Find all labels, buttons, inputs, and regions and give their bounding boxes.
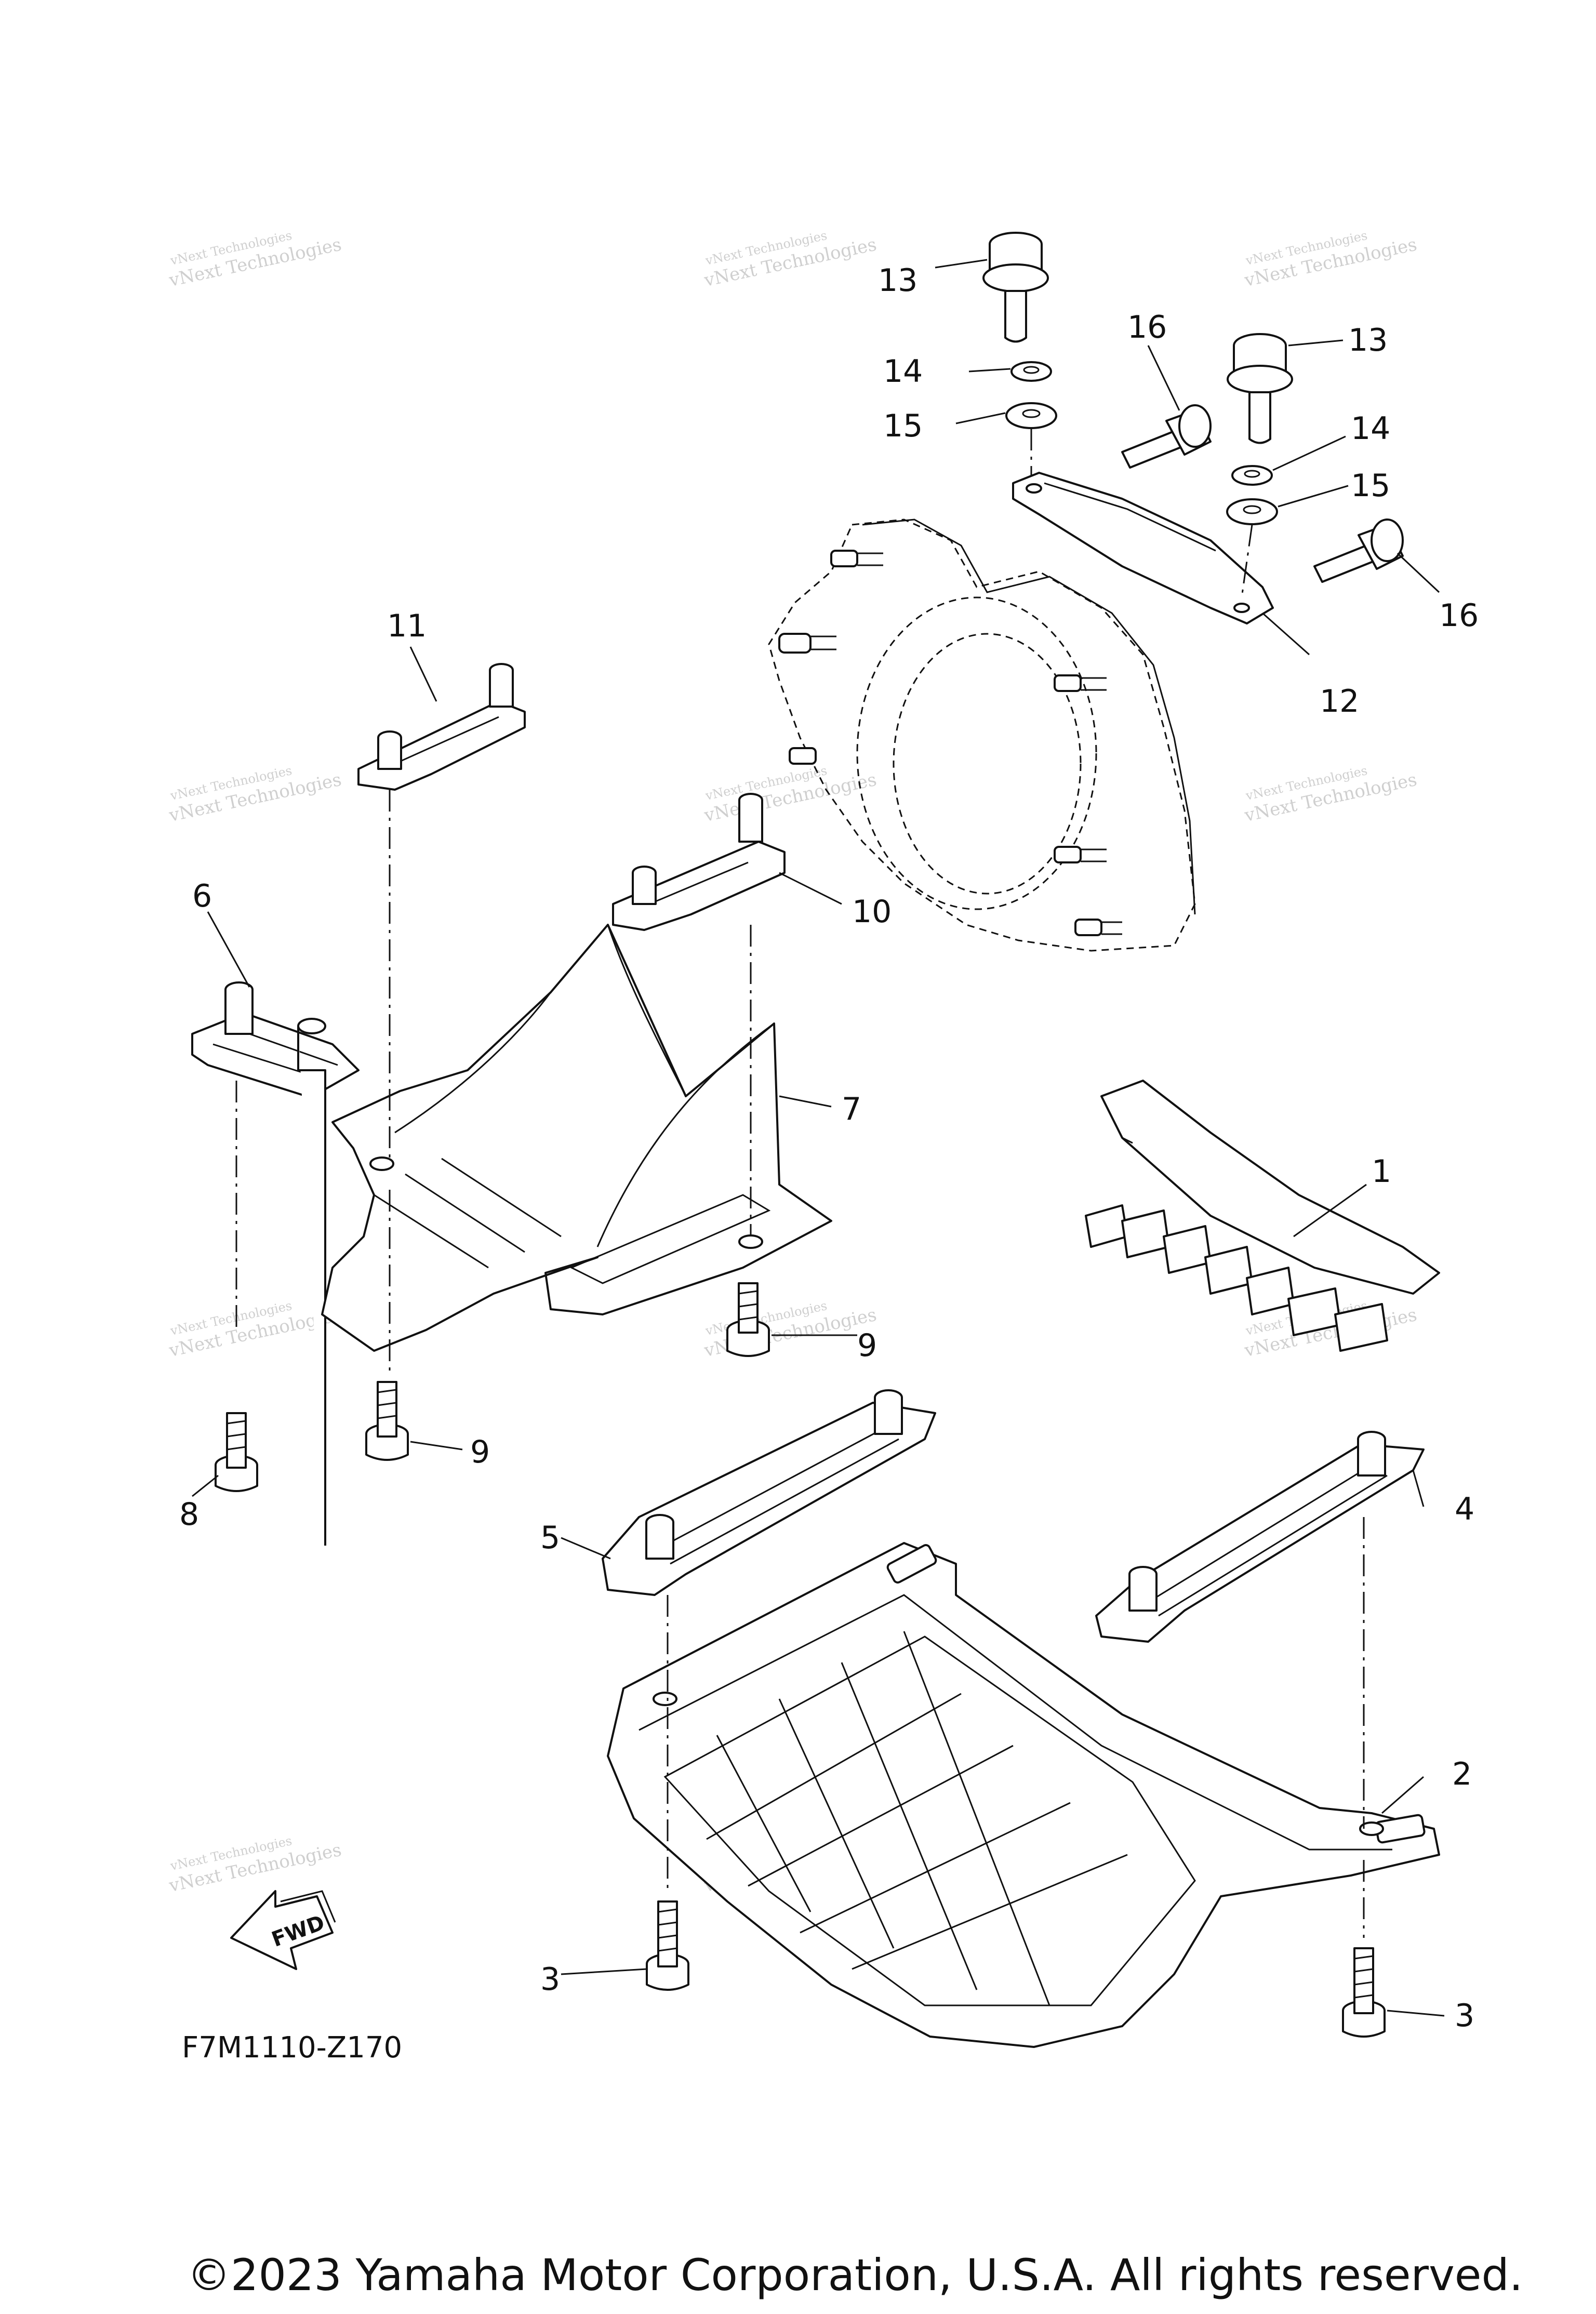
callout-12: 12: [1320, 683, 1359, 720]
plate-stud: [1054, 846, 1107, 863]
callout-3: 3: [540, 1961, 560, 1998]
part-5-rail: [602, 1389, 936, 1596]
callout-10: 10: [852, 894, 892, 930]
part-16-bolt-lower: [1313, 518, 1404, 583]
callout-8: 8: [179, 1496, 199, 1533]
part-14-washer-right: [1231, 465, 1273, 486]
part-15-washer-right: [1226, 498, 1278, 525]
watermark: vNext Technologies vNext Technologies: [702, 1298, 879, 1361]
callout-14: 14: [1351, 410, 1390, 447]
callout-2: 2: [1452, 1756, 1472, 1792]
plate-stud: [830, 550, 883, 567]
part-13-bolt-right: [1227, 333, 1293, 444]
callout-4: 4: [1455, 1491, 1474, 1527]
part-9-bolt-left: [365, 1381, 409, 1461]
part-11-bracket: [357, 663, 526, 791]
watermark: vNext Technologies vNext Technologies: [167, 763, 343, 826]
callout-9: 9: [857, 1327, 877, 1364]
plate-stud: [1074, 919, 1122, 936]
part-16-bolt-upper: [1121, 404, 1212, 469]
callout-7: 7: [842, 1091, 861, 1127]
watermark: vNext Technologies vNext Technologies: [1242, 763, 1419, 826]
fwd-arrow-icon: FWD: [230, 1890, 336, 1970]
callout-15: 15: [1351, 468, 1390, 504]
part-9-bolt-center: [726, 1282, 770, 1357]
alignment-lines: [235, 429, 1365, 1938]
callout-13: 13: [878, 262, 917, 299]
leader-lines: [192, 259, 1445, 2017]
callout-15: 15: [883, 408, 923, 444]
part-3-bolt-right: [1342, 1947, 1386, 2038]
watermark: vNext Technologies vNext Technologies: [702, 228, 879, 291]
callout-14: 14: [883, 353, 923, 390]
copyright-notice: ©2023 Yamaha Motor Corporation, U.S.A. A…: [187, 2250, 1523, 2300]
part-2-frame: [607, 1542, 1440, 2048]
plate-stud: [778, 633, 836, 654]
part-10-bracket: [612, 793, 786, 931]
part-12-bracket: [1012, 472, 1274, 624]
part-14-washer-left: [1010, 361, 1052, 382]
callout-11: 11: [387, 608, 427, 644]
plate-stud: [1054, 674, 1107, 692]
callout-9: 9: [470, 1434, 490, 1470]
part-7-housing: [321, 924, 832, 1352]
plate-stud: [789, 747, 817, 765]
part-1-rubber-strip: [1085, 1080, 1440, 1352]
part-15-washer-left: [1005, 402, 1057, 429]
part-6-mount: [191, 981, 360, 1546]
callout-13: 13: [1348, 322, 1388, 358]
part-4-rail: [1095, 1431, 1425, 1643]
watermark: vNext Technologies vNext Technologies: [1242, 228, 1419, 291]
callout-16: 16: [1439, 597, 1479, 634]
callout-1: 1: [1372, 1153, 1391, 1190]
callout-5: 5: [540, 1520, 560, 1556]
watermark: vNext Technologies vNext Technologies: [167, 228, 343, 291]
callout-16: 16: [1127, 309, 1167, 345]
callout-3: 3: [1455, 1998, 1474, 2034]
watermark: vNext Technologies vNext Technologies: [167, 1833, 343, 1896]
callout-6: 6: [192, 878, 212, 914]
watermark: vNext Technologies vNext Technologies: [702, 763, 879, 826]
engine-mount-plate: [768, 518, 1196, 952]
part-13-bolt-left: [982, 232, 1049, 343]
diagram-code: F7M1110-Z170: [182, 2031, 402, 2065]
callout-labels: 13 14 15 16 13 14 15 16 12 11 10 6 7 1 9…: [179, 262, 1479, 2034]
part-3-bolt-left: [646, 1900, 689, 1991]
part-8-bolt: [215, 1412, 258, 1492]
